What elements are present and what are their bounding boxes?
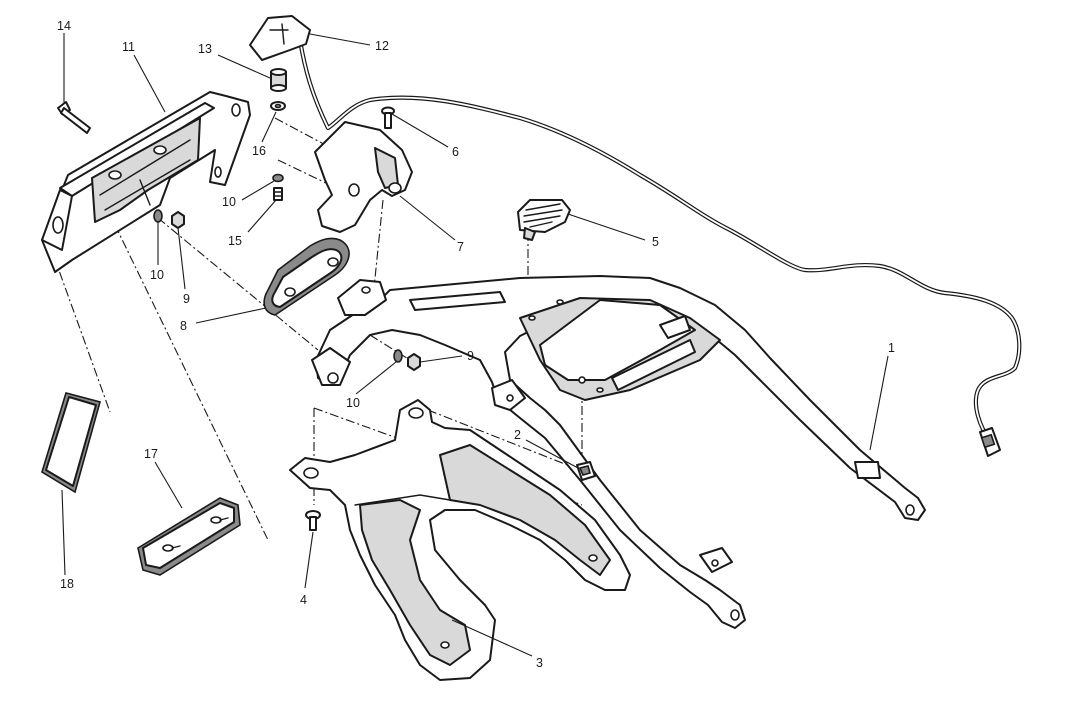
part-6-screw — [381, 106, 395, 129]
part-1-rear-frame — [311, 275, 926, 629]
callout-6: 6 — [452, 145, 459, 159]
part-12-wiring-cable — [249, 15, 1022, 457]
part-4-screw — [305, 510, 321, 531]
callout-2: 2 — [514, 428, 521, 442]
callout-3: 3 — [536, 656, 543, 670]
callout-1: 1 — [888, 341, 895, 355]
callout-7: 7 — [457, 240, 464, 254]
part-10-washer-upper — [272, 173, 284, 183]
callout-8: 8 — [180, 319, 187, 333]
callout-5: 5 — [652, 235, 659, 249]
callout-14: 14 — [57, 19, 71, 33]
callout-9-lower: 9 — [467, 349, 474, 363]
callout-leaders — [61, 33, 889, 657]
callout-12: 12 — [375, 39, 389, 53]
part-9-nut-lower — [407, 353, 421, 371]
part-11-plate-bracket — [41, 91, 251, 273]
part-14-bolt — [57, 101, 91, 134]
part-15-screw — [273, 187, 283, 201]
callout-17: 17 — [144, 447, 158, 461]
callout-18: 18 — [60, 577, 74, 591]
part-8-reflector — [263, 237, 350, 316]
callout-10-lower: 10 — [346, 396, 360, 410]
callout-4: 4 — [300, 593, 307, 607]
part-13-spacer — [270, 68, 287, 92]
callout-11: 11 — [122, 40, 135, 54]
part-3-lower-cover — [289, 399, 631, 681]
part-18-plate-lens — [41, 392, 101, 494]
part-9-nut-left — [171, 211, 185, 229]
callout-10-upper: 10 — [222, 195, 236, 209]
callout-labels: 14 11 13 12 16 6 10 15 7 5 10 9 8 9 1 10… — [57, 19, 895, 670]
callout-16: 16 — [252, 144, 266, 158]
callout-9-left: 9 — [183, 292, 190, 306]
callout-15: 15 — [228, 234, 242, 248]
callout-13: 13 — [198, 42, 212, 56]
part-2-clip — [576, 461, 596, 481]
callout-10-left: 10 — [150, 268, 164, 282]
part-7-mount-bracket — [314, 121, 413, 233]
part-16-washer — [270, 101, 286, 111]
part-10-washer-left — [153, 209, 163, 223]
part-10-washer-lower — [393, 349, 403, 363]
part-5-rubber-pad — [517, 199, 571, 241]
part-17-plate-light — [137, 497, 241, 576]
